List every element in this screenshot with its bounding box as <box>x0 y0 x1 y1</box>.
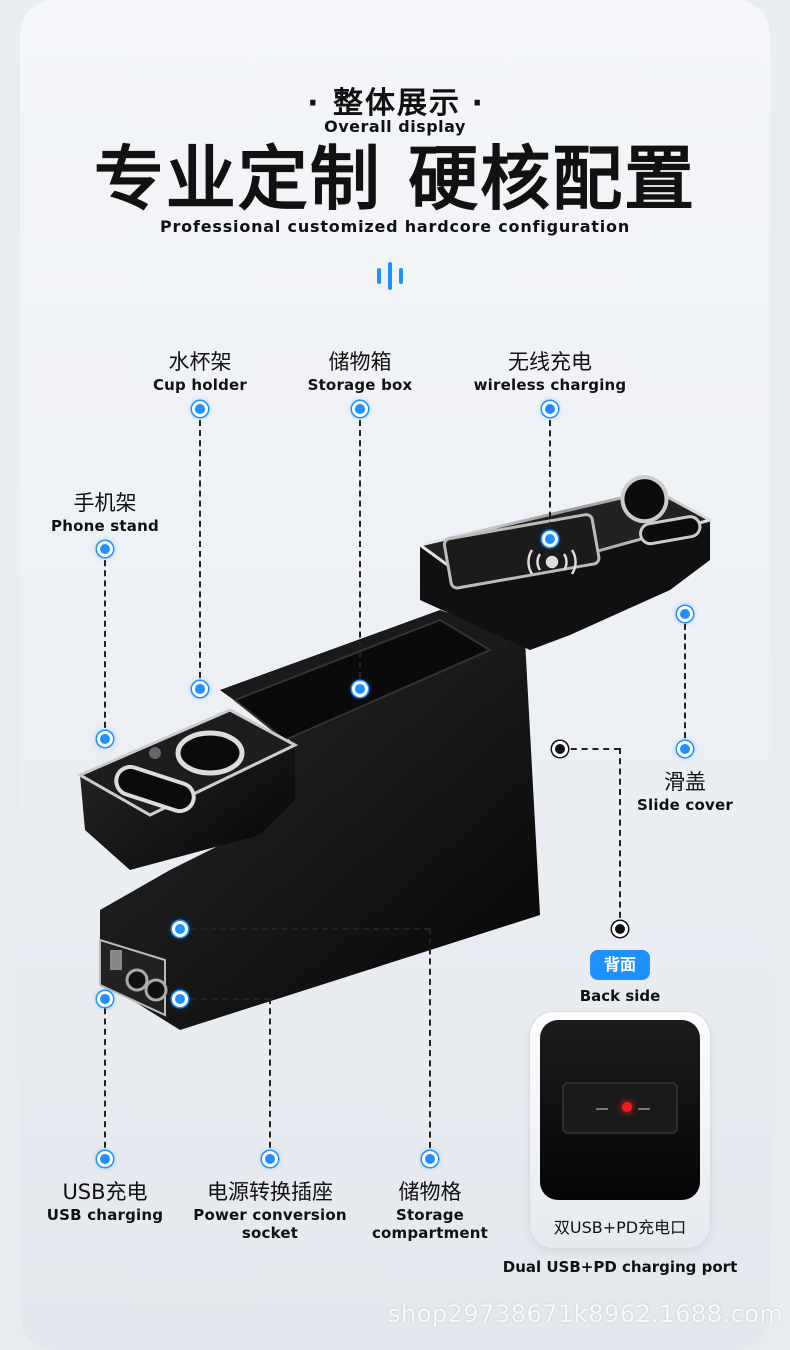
back-side-label: Back side <box>579 987 661 1005</box>
pd-port-icon <box>638 1108 650 1110</box>
section-title: · 整体展示 · <box>307 86 483 121</box>
slide-cover-marker <box>677 741 693 757</box>
power-point <box>172 991 188 1007</box>
usb-label: USB充电 USB charging <box>46 1180 164 1224</box>
phone-stand-marker <box>97 541 113 557</box>
usb-point <box>97 991 113 1007</box>
cup-holder-point <box>192 681 208 697</box>
back-side-marker <box>612 921 628 937</box>
back-side-point <box>552 741 568 757</box>
storage-comp-marker <box>422 1151 438 1167</box>
section-title-en: Overall display <box>324 117 466 136</box>
wireless-label: 无线充电 wireless charging <box>473 350 627 394</box>
slide-cover-point <box>677 606 693 622</box>
page-title: 专业定制 硬核配置 <box>93 138 697 220</box>
storage-comp-label: 储物格 Storage compartment <box>371 1180 489 1242</box>
storage-box-marker <box>352 401 368 417</box>
storage-box-label: 储物箱 Storage box <box>307 350 413 394</box>
back-panel-image <box>540 1020 700 1200</box>
phone-stand-label: 手机架 Phone stand <box>51 491 159 535</box>
wireless-marker <box>542 401 558 417</box>
divider-bars-icon <box>376 262 416 294</box>
page-subtitle: Professional customized hardcore configu… <box>159 217 631 236</box>
phone-stand-point <box>97 731 113 747</box>
page-card: · 整体展示 · Overall display 专业定制 硬核配置 Profe… <box>20 0 770 1350</box>
port-plate <box>562 1082 678 1134</box>
section-title-cn: 整体展示 <box>333 86 461 121</box>
back-side-card: 双USB+PD充电口 <box>530 1012 710 1248</box>
shop-watermark: shop29738671k8962.1688.com <box>388 1300 784 1328</box>
port-label-cn: 双USB+PD充电口 <box>553 1218 687 1237</box>
indicator-led-icon <box>622 1102 632 1112</box>
cup-holder-marker <box>192 401 208 417</box>
power-marker <box>262 1151 278 1167</box>
cup-holder-label: 水杯架 Cup holder <box>152 350 248 394</box>
usb-marker <box>97 1151 113 1167</box>
storage-box-point <box>352 681 368 697</box>
port-label-en: Dual USB+PD charging port <box>502 1258 738 1276</box>
usb-port-icon <box>596 1108 608 1110</box>
power-label: 电源转换插座 Power conversion socket <box>193 1180 347 1242</box>
slide-cover-label: 滑盖 Slide cover <box>637 770 733 814</box>
wireless-point <box>542 531 558 547</box>
storage-comp-point <box>172 921 188 937</box>
back-side-badge: 背面 <box>590 950 650 980</box>
